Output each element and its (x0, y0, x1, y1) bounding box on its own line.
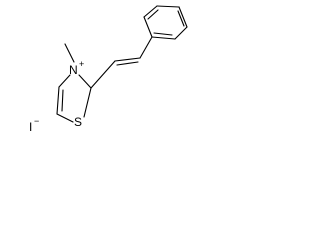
bond-ph-5-6 (174, 26, 188, 40)
nitrogen-positive-charge: + (79, 59, 84, 69)
bond-c2-s (83, 87, 92, 118)
iodide-negative-charge: − (34, 116, 39, 126)
bond-ph-inner-a (147, 9, 159, 20)
bond-ph-2-3 (143, 5, 158, 18)
bond-ph-inner-b (177, 10, 185, 27)
atom-iodine-label: I (29, 120, 32, 134)
bond-c5-c4-inner (61, 89, 64, 112)
atom-labels: N + S I − (29, 59, 84, 134)
bond-c4-n (58, 74, 71, 88)
bond-n-methyl (64, 43, 75, 63)
atom-sulfur-label: S (74, 115, 82, 129)
bond-c2-vinyl (90, 60, 116, 89)
chemical-structure: N + S I − (29, 5, 188, 134)
bond-s-c5 (56, 113, 74, 123)
bond-vinyl-double-inner (116, 61, 139, 66)
bond-c5-c4 (56, 86, 60, 115)
bond-vinyl-double (114, 57, 141, 62)
bond-ph-6-1 (151, 36, 176, 40)
atom-nitrogen-label: N (69, 63, 78, 77)
bond-ph-3-4 (156, 5, 180, 8)
bond-ph-inner-c (153, 32, 173, 36)
bond-ph-4-5 (178, 6, 188, 28)
bond-vinyl-phenyl (139, 36, 153, 59)
bond-ph-1-2 (143, 16, 153, 38)
bonds (56, 5, 188, 123)
bond-n-c2 (78, 74, 92, 89)
